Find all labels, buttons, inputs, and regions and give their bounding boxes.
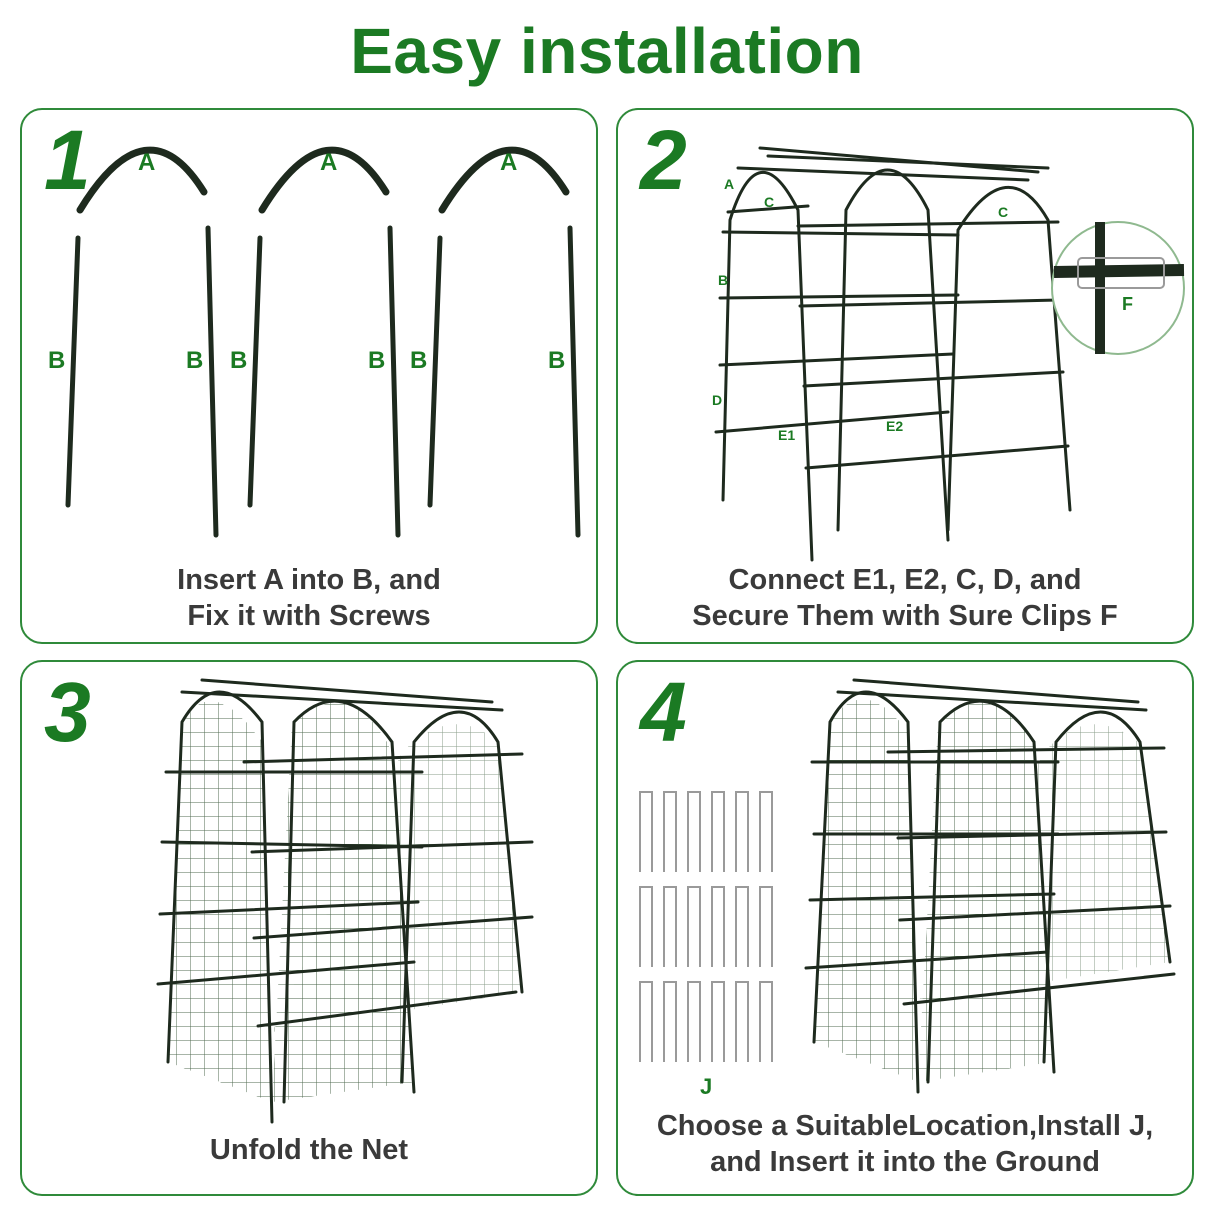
step-3-panel: 3 Unfold the Net — [20, 660, 598, 1196]
label-c: C — [998, 204, 1008, 220]
label-d: D — [712, 392, 722, 408]
label-f: F — [1122, 294, 1133, 314]
step-number: 2 — [640, 113, 687, 207]
step-4-panel: 4 J Choose a Suitab — [616, 660, 1194, 1196]
label-a: A — [138, 149, 155, 176]
stake — [663, 791, 677, 872]
label-b: B — [186, 347, 203, 374]
stake — [735, 981, 749, 1062]
arch-assembly-illustration: A A A B B B B B B — [48, 146, 581, 538]
stake — [711, 791, 725, 872]
label-b: B — [230, 347, 247, 374]
stake — [735, 886, 749, 967]
stake — [639, 791, 653, 872]
stake — [687, 791, 701, 872]
page-title: Easy installation — [350, 15, 864, 87]
step-number: 3 — [44, 665, 91, 759]
label-a: A — [320, 149, 337, 176]
stake — [735, 791, 749, 872]
label-a: A — [724, 176, 734, 192]
step-caption: Unfold the Net — [209, 1134, 409, 1166]
stake — [759, 981, 773, 1062]
step-caption: Choose a SuitableLocation,Install J, and… — [656, 1110, 1154, 1178]
label-b: B — [368, 347, 385, 374]
step-caption: Insert A into B, and Fix it with Screws — [177, 564, 441, 632]
ground-stake-illustration: J — [639, 678, 1176, 1099]
stake — [759, 886, 773, 967]
step-2-panel: 2 A — [616, 108, 1194, 644]
label-b: B — [548, 347, 565, 374]
label-e2: E2 — [886, 418, 903, 434]
label-b: B — [410, 347, 427, 374]
label-j: J — [700, 1074, 712, 1099]
stake — [639, 981, 653, 1062]
stake — [711, 981, 725, 1062]
label-b: B — [718, 272, 728, 288]
stake — [759, 791, 773, 872]
label-b: B — [48, 347, 65, 374]
stake — [687, 886, 701, 967]
frame-assembly-illustration: A C C B D E1 E2 F — [712, 146, 1185, 562]
label-c: C — [764, 194, 774, 210]
stake — [687, 981, 701, 1062]
net-unfold-illustration — [156, 678, 534, 1124]
step-number: 1 — [44, 113, 91, 207]
ground-stakes — [639, 791, 773, 1062]
stake — [639, 886, 653, 967]
stake — [663, 886, 677, 967]
step-caption: Connect E1, E2, C, D, and Secure Them wi… — [692, 564, 1118, 632]
step-1-panel: 1 A A A B B B B B B Insert A — [20, 108, 598, 644]
label-a: A — [500, 149, 517, 176]
clip-detail-inset — [1051, 221, 1185, 355]
step-number: 4 — [640, 665, 687, 759]
stake — [711, 886, 725, 967]
stake — [663, 981, 677, 1062]
label-e1: E1 — [778, 427, 795, 443]
